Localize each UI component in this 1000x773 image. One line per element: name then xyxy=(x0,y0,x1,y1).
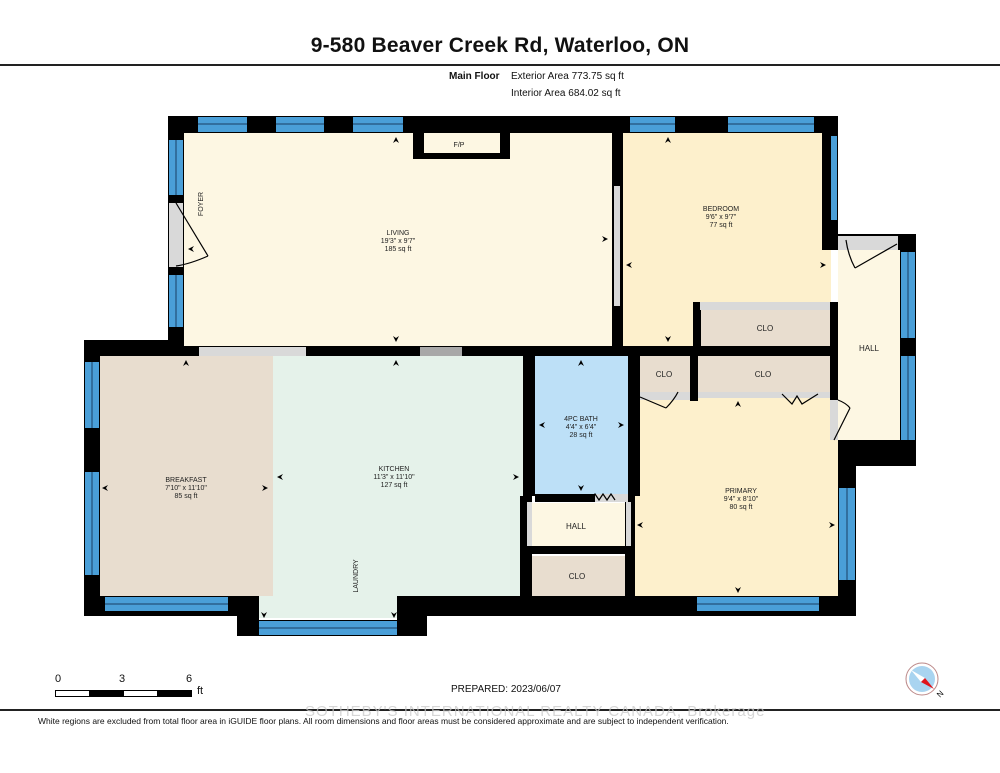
header-divider xyxy=(0,64,1000,66)
compass-icon: N xyxy=(905,662,946,700)
room-living xyxy=(184,132,612,346)
scale-tick-6: 6 xyxy=(186,673,193,685)
laundry-label: LAUNDRY xyxy=(353,559,360,593)
kitchen-name: KITCHEN xyxy=(379,466,410,473)
room-hall-center xyxy=(530,503,625,546)
room-closet-primary-small xyxy=(640,356,690,392)
fireplace xyxy=(424,133,500,153)
interior-area: Interior Area 684.02 sq ft xyxy=(511,88,621,99)
kitchen-area: 127 sq ft xyxy=(381,482,408,489)
kitchen-dims: 11'3" x 11'10" xyxy=(373,474,415,481)
room-closet-bedroom xyxy=(700,310,830,346)
clo-primary-small-label: CLO xyxy=(656,370,672,379)
prepared-date: PREPARED: 2023/06/07 xyxy=(451,684,561,695)
living-dims: 19'3" x 9'7" xyxy=(381,238,416,245)
footer-divider xyxy=(0,709,1000,711)
floor-label: Main Floor xyxy=(449,71,500,82)
room-closet-hall xyxy=(530,556,625,596)
primary-dims: 9'4" x 8'10" xyxy=(724,496,759,503)
windows xyxy=(85,117,915,635)
primary-name: PRIMARY xyxy=(725,488,757,495)
watermark: SOTHEBY'S INTERNATIONAL REALTY CANADA, B… xyxy=(305,703,766,720)
living-area: 185 sq ft xyxy=(385,246,412,253)
clo-hall-label: CLO xyxy=(569,572,585,581)
scale-tick-3: 3 xyxy=(119,673,126,685)
bedroom-dims: 9'6" x 9'7" xyxy=(706,214,737,221)
exterior-area: Exterior Area 773.75 sq ft xyxy=(511,71,624,82)
openings xyxy=(169,186,898,546)
scale-tick-0: 0 xyxy=(55,673,62,685)
door-swings xyxy=(175,202,898,502)
scale-unit: ft xyxy=(197,685,204,697)
bath-area: 28 sq ft xyxy=(570,432,593,439)
bedroom-name: BEDROOM xyxy=(703,206,739,213)
room-breakfast xyxy=(98,356,273,596)
room-kitchen xyxy=(273,356,523,596)
room-closet-primary-large xyxy=(697,356,830,392)
breakfast-area: 85 sq ft xyxy=(175,493,198,500)
room-primary xyxy=(633,396,838,596)
living-name: LIVING xyxy=(387,230,410,237)
dimension-arrows xyxy=(102,137,835,618)
fireplace-label: F/P xyxy=(454,142,465,149)
foyer-label: FOYER xyxy=(198,192,205,216)
bedroom-area: 77 sq ft xyxy=(710,222,733,229)
bath-dims: 4'4" x 6'4" xyxy=(566,424,597,431)
disclaimer: White regions are excluded from total fl… xyxy=(38,716,729,726)
primary-area: 80 sq ft xyxy=(730,504,753,511)
clo-primary-large-label: CLO xyxy=(755,370,771,379)
page-title: 9-580 Beaver Creek Rd, Waterloo, ON xyxy=(310,34,690,57)
room-kitchen-bay xyxy=(253,596,408,618)
room-bath xyxy=(535,356,628,494)
hall-center-label: HALL xyxy=(566,522,587,531)
room-hall-east xyxy=(838,250,904,440)
breakfast-name: BREAKFAST xyxy=(165,477,207,484)
clo-bedroom-label: CLO xyxy=(757,324,773,333)
breakfast-dims: 7'10" x 11'10" xyxy=(165,485,207,492)
compass-north: N xyxy=(935,689,946,700)
hall-east-label: HALL xyxy=(859,344,880,353)
bath-name: 4PC BATH xyxy=(564,416,598,423)
